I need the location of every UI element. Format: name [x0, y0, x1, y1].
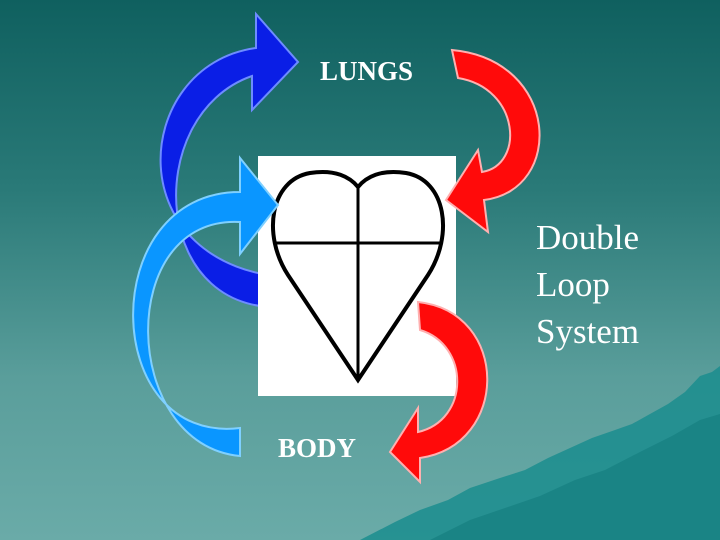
body-label: BODY — [278, 433, 357, 463]
lungs-label: LUNGS — [320, 56, 414, 86]
mountain-ridge-decoration — [430, 414, 720, 540]
caption-line: Loop — [536, 265, 610, 304]
slide-caption: Double Loop System — [536, 214, 639, 355]
light-blue-arrow-from-body — [132, 155, 280, 458]
red-arrow-from-lungs — [444, 48, 541, 235]
caption-line: Double — [536, 218, 640, 257]
caption-line: System — [536, 312, 640, 351]
red-arrow-to-body — [388, 300, 489, 485]
